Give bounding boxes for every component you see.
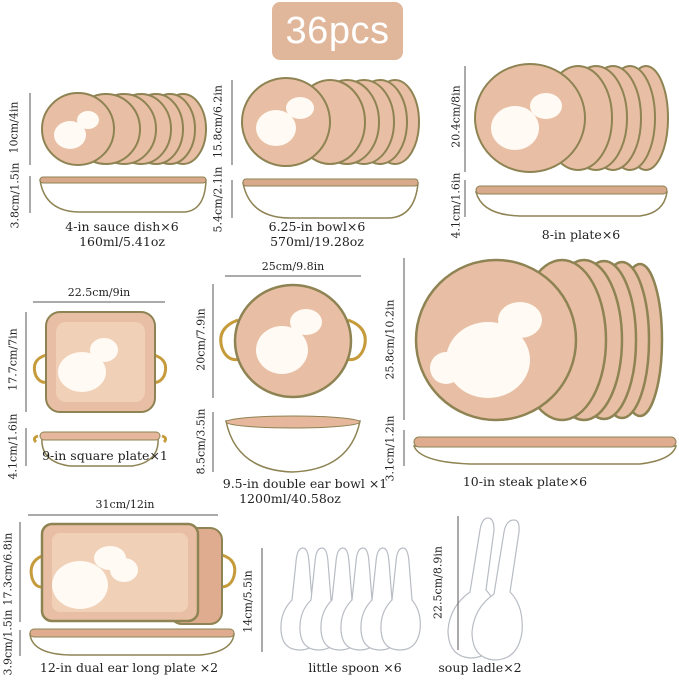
ear-bowl-width: 25cm/9.8in (261, 260, 325, 273)
ear-bowl-name: 9.5-in double ear bowl ×1 (222, 476, 388, 491)
square-plate-width: 22.5cm/9in (67, 286, 131, 299)
soup-ladle-name: soup ladle×2 (438, 660, 522, 675)
piece-count-banner: 36pcs (272, 2, 403, 60)
sauce-dish-name: 4-in sauce dish×6 (65, 219, 179, 234)
steak-plate-name: 10-in steak plate×6 (462, 474, 588, 489)
long-plate-name: 12-in dual ear long plate ×2 (39, 660, 219, 675)
plate8-name: 8-in plate×6 (541, 227, 621, 242)
long-plate-width: 31cm/12in (95, 498, 155, 511)
bowl-name: 6.25-in bowl×6 (268, 219, 366, 234)
little-spoon-name: little spoon ×6 (308, 660, 402, 675)
square-plate-name: 9-in square plate×1 (42, 448, 168, 463)
bowl-volume: 570ml/19.28oz (270, 234, 364, 249)
sauce-dish-volume: 160ml/5.41oz (79, 234, 165, 249)
soup-ladle-length: 22.5cm/8.9in (431, 546, 445, 619)
ear-bowl-volume: 1200ml/40.58oz (239, 491, 341, 506)
